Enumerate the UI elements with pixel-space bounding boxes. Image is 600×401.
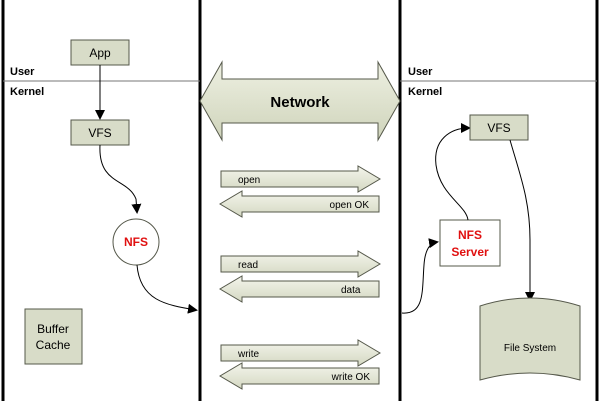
file-system-label: File System — [504, 343, 556, 354]
message-read: read — [220, 250, 381, 278]
message-open-ok: open OK — [219, 190, 380, 218]
buffer-cache-label-line1: Buffer — [37, 322, 69, 336]
message-write: write — [220, 339, 381, 367]
nfs-server-box — [439, 219, 501, 267]
buffer-cache-label-line2: Cache — [36, 338, 71, 352]
server-vfs-box — [469, 114, 529, 141]
network-to-nfs-server-curve — [401, 238, 439, 314]
message-arrow-left — [219, 190, 380, 218]
message-label: open OK — [330, 200, 370, 211]
server-kernel-label: Kernel — [408, 86, 442, 98]
message-arrow-left — [219, 362, 380, 390]
client-kernel-label: Kernel — [10, 86, 44, 98]
network-title: Network — [270, 94, 330, 111]
client-nfs-label: NFS — [124, 235, 148, 249]
message-label: write OK — [331, 372, 371, 383]
network-double-arrow — [199, 60, 401, 142]
message-arrow-left — [219, 275, 380, 303]
message-open: open — [220, 165, 381, 193]
message-write-ok: write OK — [219, 362, 380, 390]
server-vfs-label: VFS — [487, 121, 510, 135]
message-arrow-right — [220, 250, 381, 278]
client-nfs-circle — [112, 218, 160, 266]
message-label: read — [238, 260, 258, 271]
server-user-label: User — [408, 66, 433, 78]
nfs-server-to-vfs-curve — [435, 123, 471, 221]
message-data: data — [219, 275, 380, 303]
app-label: App — [89, 46, 111, 60]
client-vfs-label: VFS — [88, 126, 111, 140]
message-arrow-right — [220, 165, 381, 193]
client-user-label: User — [10, 66, 35, 78]
nfs-server-label-line1: NFS — [458, 228, 482, 242]
file-system-cylinder — [479, 297, 581, 381]
message-label: open — [238, 175, 260, 186]
nfs-server-label-line2: Server — [451, 245, 489, 259]
message-label: write — [237, 349, 260, 360]
nfs-to-network-curve — [136, 264, 198, 314]
message-label: data — [341, 285, 361, 296]
buffer-cache-box — [24, 308, 83, 365]
vfs-to-nfs-curve — [99, 144, 142, 214]
vfs-to-file-system-curve — [509, 139, 535, 302]
message-arrow-right — [220, 339, 381, 367]
